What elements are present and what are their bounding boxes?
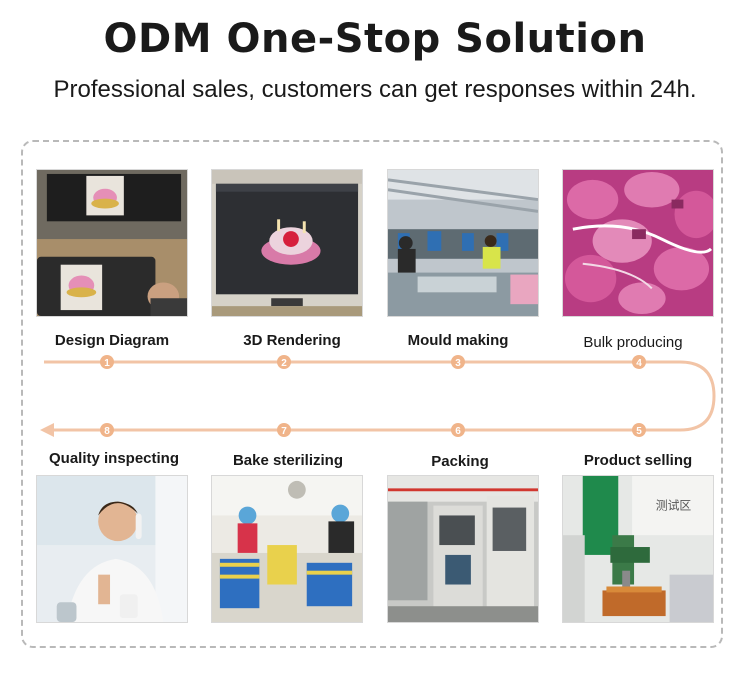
packing-photo [387,475,539,623]
step-label-quality-inspecting: Quality inspecting [48,450,180,467]
step-label-bulk-producing: Bulk producing [583,334,683,351]
design-diagram-photo [36,169,188,317]
step-label-packing: Packing [431,453,489,470]
page-title: ODM One-Stop Solution [103,16,647,62]
bulk-producing-photo [562,169,714,317]
step-label-3d-rendering: 3D Rendering [243,332,341,349]
step-label-bake-sterilizing: Bake sterilizing [232,452,344,469]
3d-rendering-photo [211,169,363,317]
step-label-product-selling: Product selling [583,452,693,469]
page-subtitle: Professional sales, customers can get re… [53,76,697,103]
test-area-sign: 测试区 [656,499,692,513]
product-selling-photo: 测试区 [562,475,714,623]
mould-making-photo [387,169,539,317]
step-label-mould-making: Mould making [407,332,509,349]
bake-sterilizing-photo [211,475,363,623]
process-frame [21,140,723,648]
quality-inspecting-photo [36,475,188,623]
step-label-design-diagram: Design Diagram [54,332,170,349]
